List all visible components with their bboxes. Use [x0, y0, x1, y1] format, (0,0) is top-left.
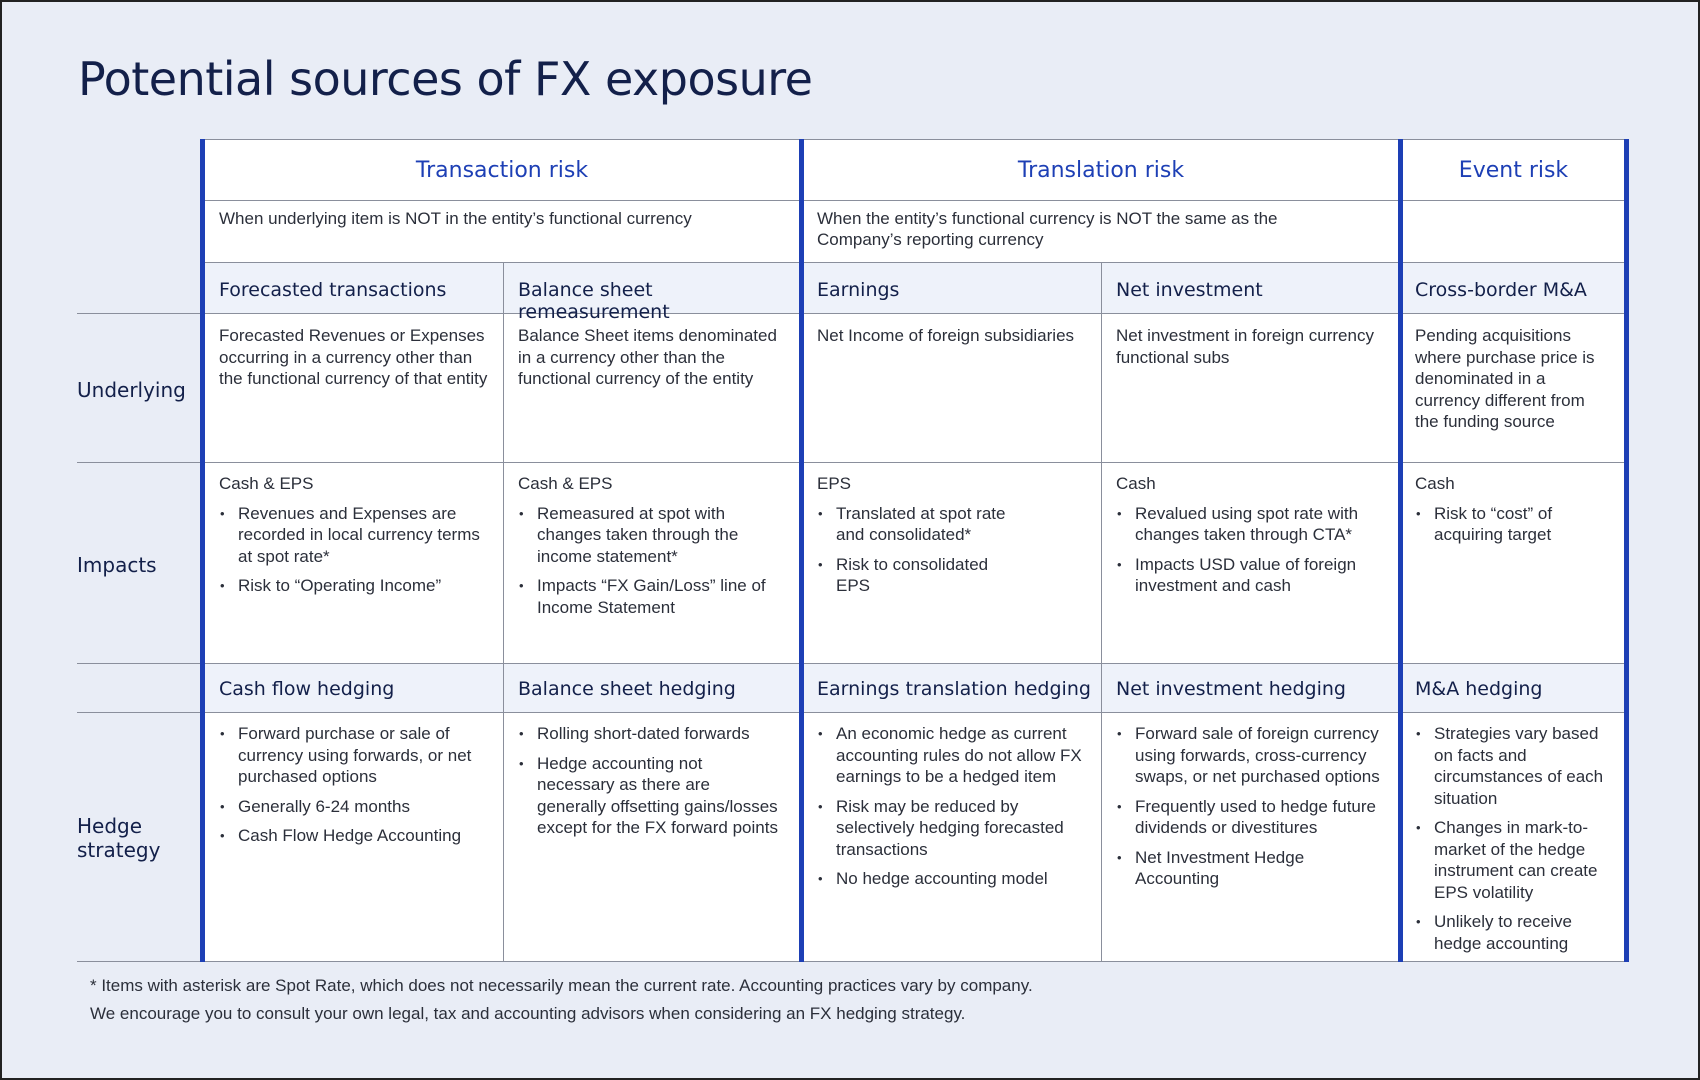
underlying-cell: Forecasted Revenues or Expenses occurrin…	[219, 326, 488, 388]
hedge-cell: Strategies vary based on facts and circu…	[1415, 715, 1615, 962]
list-item: Cash Flow Hedge Accounting	[219, 825, 491, 847]
hedge-cell: An economic hedge as current accounting …	[817, 715, 1089, 898]
impact-label: Cash	[1116, 474, 1156, 493]
group-subtitle-transaction: When underlying item is NOT in the entit…	[219, 209, 692, 228]
list-item: Rolling short-dated forwards	[518, 723, 778, 745]
hedge-band	[204, 663, 1624, 712]
list-item: Risk to “Operating Income”	[219, 575, 491, 597]
list-item: Impacts USD value of foreign investment …	[1116, 554, 1378, 597]
category-header: Earnings	[817, 279, 900, 301]
list-item: Strategies vary based on facts and circu…	[1415, 723, 1615, 809]
impacts-cell: Cash Risk to “cost” of acquiring target	[1415, 473, 1590, 554]
category-band	[204, 262, 1624, 313]
footnote: We encourage you to consult your own leg…	[90, 1004, 966, 1023]
hedge-header: Balance sheet hedging	[518, 678, 736, 700]
row-label-impacts: Impacts	[77, 553, 157, 577]
category-header: Cross-border M&A	[1415, 279, 1587, 301]
category-header: Net investment	[1116, 279, 1263, 301]
hedge-cell: Rolling short-dated forwards Hedge accou…	[518, 715, 778, 847]
underlying-cell: Pending acquisitions where purchase pric…	[1415, 326, 1595, 431]
impact-label: Cash & EPS	[518, 474, 613, 493]
list-item: Revalued using spot rate with changes ta…	[1116, 503, 1378, 546]
impacts-cell: Cash Revalued using spot rate with chang…	[1116, 473, 1378, 605]
list-item: Forward sale of foreign currency using f…	[1116, 723, 1388, 788]
list-item: Remeasured at spot with changes taken th…	[518, 503, 778, 568]
list-item: Impacts “FX Gain/Loss” line of Income St…	[518, 575, 778, 618]
group-divider	[1398, 139, 1403, 962]
group-header-translation: Translation risk	[1017, 158, 1185, 183]
row-label-underlying: Underlying	[77, 378, 186, 402]
list-item: Net Investment Hedge Accounting	[1116, 847, 1388, 890]
hedge-header: Net investment hedging	[1116, 678, 1346, 700]
row-label-hedge-strategy: Hedge strategy	[77, 814, 161, 862]
list-item: Risk to consolidated EPS	[817, 554, 1017, 597]
underlying-cell: Net investment in foreign currency funct…	[1116, 326, 1374, 367]
group-header-transaction: Transaction risk	[415, 158, 589, 183]
list-item: Frequently used to hedge future dividend…	[1116, 796, 1388, 839]
impact-label: Cash & EPS	[219, 474, 314, 493]
list-item: Forward purchase or sale of currency usi…	[219, 723, 491, 788]
list-item: Unlikely to receive hedge accounting	[1415, 911, 1615, 954]
list-item: Generally 6-24 months	[219, 796, 491, 818]
group-header-event: Event risk	[1458, 158, 1569, 183]
list-item: Hedge accounting not necessary as there …	[518, 753, 778, 839]
list-item: An economic hedge as current accounting …	[817, 723, 1089, 788]
underlying-cell: Net Income of foreign subsidiaries	[817, 326, 1075, 345]
group-divider	[799, 139, 804, 962]
group-divider	[200, 139, 205, 962]
list-item: Revenues and Expenses are recorded in lo…	[219, 503, 491, 568]
impact-label: EPS	[817, 474, 852, 493]
hedge-cell: Forward purchase or sale of currency usi…	[219, 715, 491, 855]
list-item: Changes in mark-to-market of the hedge i…	[1415, 817, 1615, 903]
underlying-cell: Balance Sheet items denominated in a cur…	[518, 326, 777, 388]
impacts-cell: Cash & EPS Revenues and Expenses are rec…	[219, 473, 491, 605]
group-subtitle-translation: When the entity’s functional currency is…	[817, 209, 1278, 249]
category-header: Balance sheet remeasurement	[518, 279, 670, 323]
group-divider	[1624, 139, 1629, 962]
list-item: Translated at spot rate and consolidated…	[817, 503, 1017, 546]
impact-label: Cash	[1415, 474, 1455, 493]
hedge-header: Earnings translation hedging	[817, 678, 1091, 700]
list-item: Risk to “cost” of acquiring target	[1415, 503, 1590, 546]
hedge-header: Cash flow hedging	[219, 678, 395, 700]
hedge-cell: Forward sale of foreign currency using f…	[1116, 715, 1388, 898]
list-item: Risk may be reduced by selectively hedgi…	[817, 796, 1089, 861]
category-header: Forecasted transactions	[219, 279, 447, 301]
hedge-header: M&A hedging	[1415, 678, 1543, 700]
footnote: * Items with asterisk are Spot Rate, whi…	[90, 976, 1033, 995]
list-item: No hedge accounting model	[817, 868, 1089, 890]
impacts-cell: EPS Translated at spot rate and consolid…	[817, 473, 1017, 605]
page-title: Potential sources of FX exposure	[78, 52, 813, 106]
impacts-cell: Cash & EPS Remeasured at spot with chang…	[518, 473, 778, 626]
